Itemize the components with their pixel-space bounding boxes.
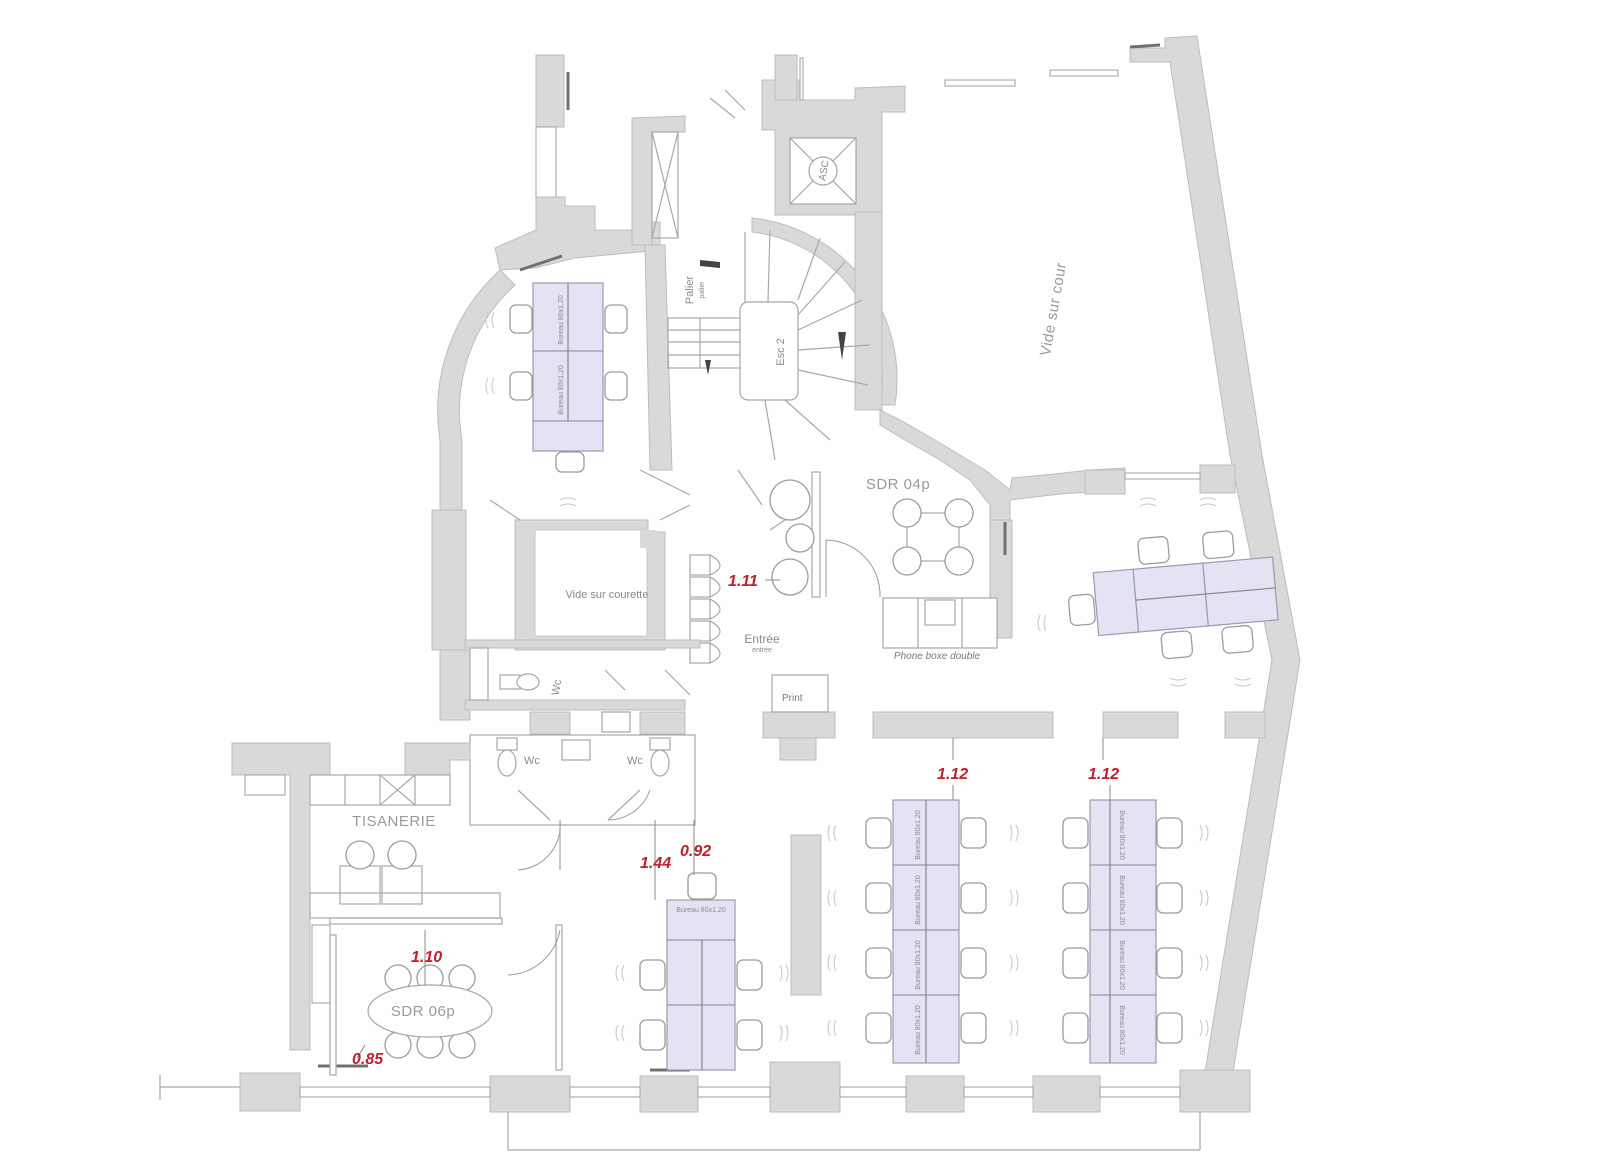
dim-corridor-2: 0.92 bbox=[680, 843, 711, 860]
label-sdr-04p: SDR 04p bbox=[866, 476, 930, 493]
dim-sdr06-bottom: 0.85 bbox=[352, 1051, 384, 1068]
desk-label: Bureau 80x1.20 bbox=[558, 365, 565, 415]
acoustic-marks bbox=[485, 311, 1252, 1042]
sdr-04p-table bbox=[892, 498, 974, 576]
label-palier: Palier bbox=[684, 276, 696, 304]
label-entree: Entrée bbox=[744, 632, 780, 646]
desk-label: Bureau 80x1.20 bbox=[1118, 1005, 1125, 1055]
label-wc-2: Wc bbox=[524, 755, 540, 767]
label-sdr-06p: SDR 06p bbox=[391, 1003, 455, 1020]
desk-label: Bureau 80x1.20 bbox=[1118, 875, 1125, 925]
entry-lounge bbox=[769, 479, 815, 596]
label-asc: ASC bbox=[817, 159, 831, 181]
dimensions: 1.11 1.12 1.12 1.44 0.92 1.10 0.85 bbox=[352, 573, 1119, 1068]
dim-open-2: 1.12 bbox=[1088, 766, 1119, 783]
sdr-06p-table bbox=[367, 964, 493, 1059]
label-wc-1: Wc bbox=[550, 678, 565, 696]
desk-label: Bureau 80x1.20 bbox=[1118, 940, 1125, 990]
desk-cluster-open-1 bbox=[865, 799, 987, 1064]
label-vide-sur-cour: Vide sur cour bbox=[1037, 261, 1070, 357]
label-tisanerie: TISANERIE bbox=[352, 813, 436, 830]
tisanerie-stools bbox=[339, 840, 423, 905]
walls bbox=[159, 35, 1301, 1151]
desk-label: Bureau 80x1.20 bbox=[558, 295, 565, 345]
desk-label: Bureau 80x1.20 bbox=[915, 940, 922, 990]
desk-cluster-right bbox=[1068, 530, 1279, 660]
dim-sdr06-top: 1.10 bbox=[411, 949, 442, 966]
desk-cluster-open-2 bbox=[1062, 799, 1183, 1064]
label-print: Print bbox=[782, 693, 803, 704]
wc-fixtures bbox=[496, 673, 671, 777]
label-phone-box: Phone boxe double bbox=[894, 651, 981, 662]
dim-open-1: 1.12 bbox=[937, 766, 968, 783]
desk-label: Bureau 80x1.20 bbox=[915, 875, 922, 925]
dim-entry: 1.11 bbox=[728, 573, 758, 590]
desk-label: Bureau 80x1.20 bbox=[1118, 810, 1125, 860]
doors bbox=[507, 539, 881, 976]
desk-cluster-top-left bbox=[509, 282, 628, 473]
palier-doors bbox=[489, 89, 763, 521]
desk-label: Bureau 80x1.20 bbox=[915, 810, 922, 860]
desk-cluster-center bbox=[639, 872, 763, 1071]
label-wc-3: Wc bbox=[627, 755, 643, 767]
desk-label: Bureau 80x1.20 bbox=[676, 907, 726, 914]
staircase bbox=[667, 229, 871, 461]
label-palier-sub: palier bbox=[699, 281, 706, 299]
desk-label: Bureau 80x1.20 bbox=[915, 1005, 922, 1055]
label-entree-sub: entrée bbox=[752, 647, 772, 654]
label-esc2: Esc 2 bbox=[775, 338, 787, 366]
desk-labels: Bureau 80x1.20 Bureau 80x1.20 Bureau 80x… bbox=[558, 295, 1125, 1055]
label-vide-sur-courette: Vide sur courette bbox=[566, 589, 649, 601]
dim-corridor-1: 1.44 bbox=[640, 855, 671, 872]
